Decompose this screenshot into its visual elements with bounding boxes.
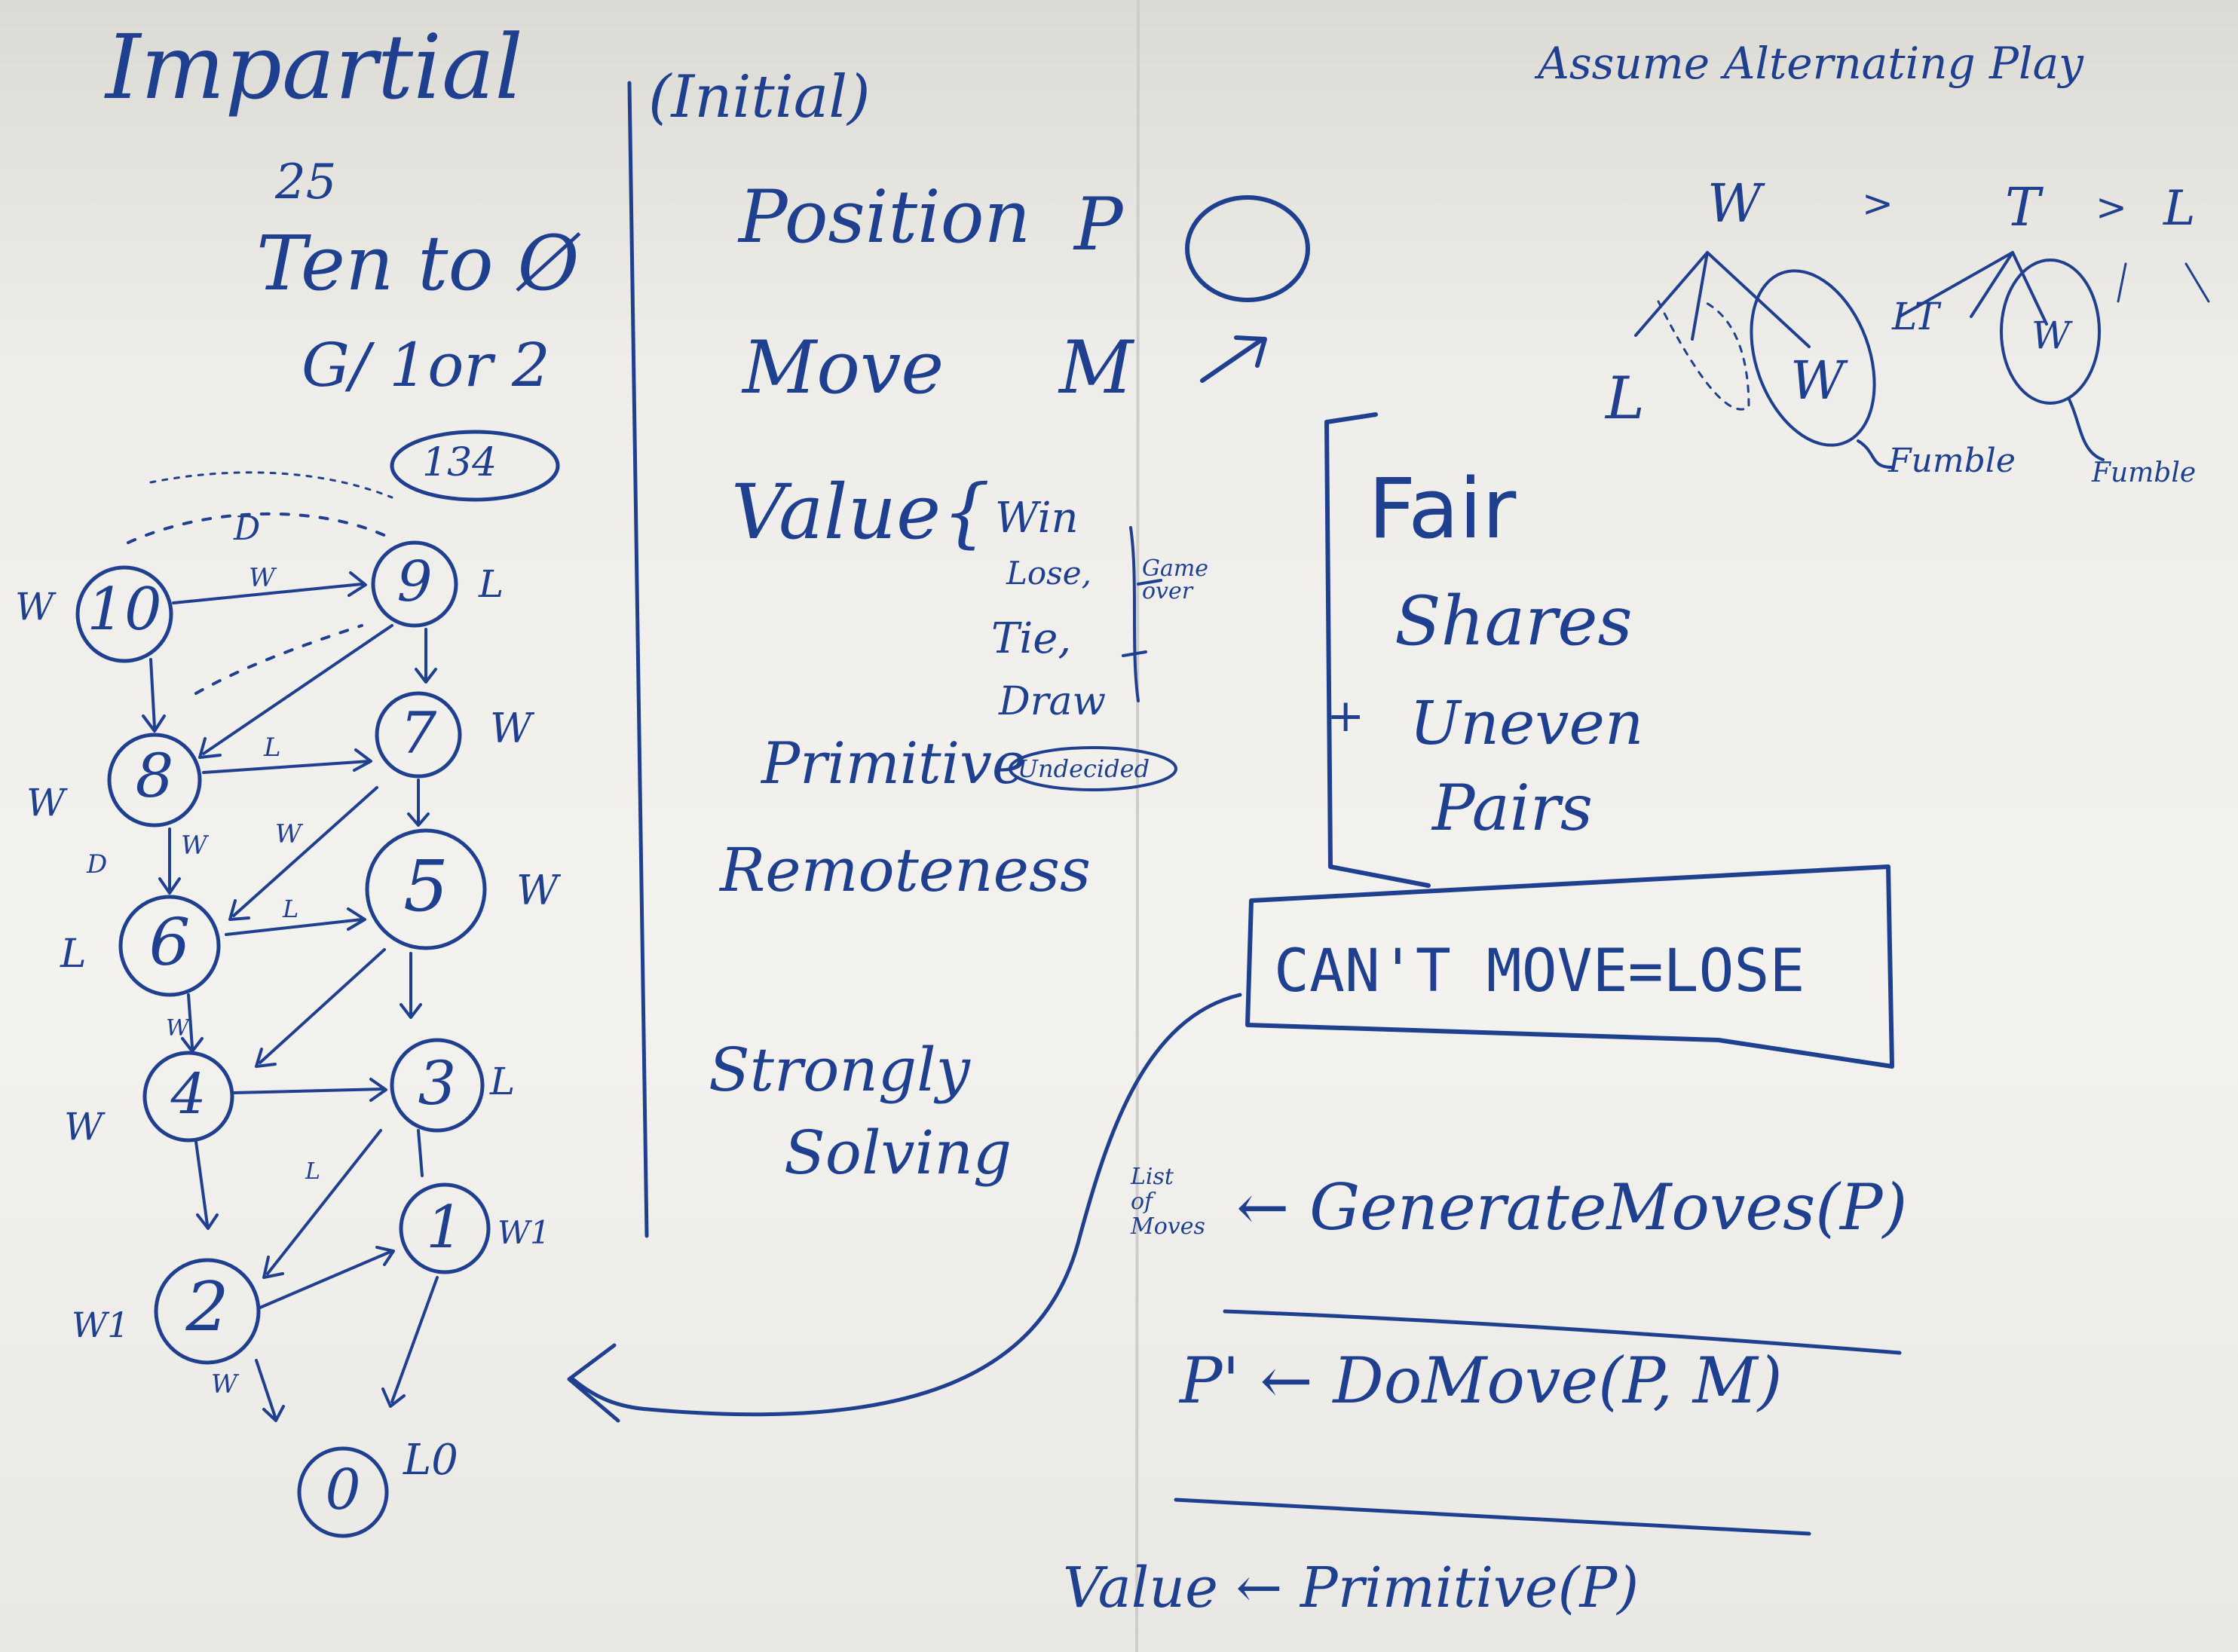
value-draw: Draw: [999, 679, 1107, 724]
node-circle-1: [399, 1182, 491, 1274]
remoteness-label: Remoteness: [720, 835, 1091, 905]
node-6-value: L: [60, 932, 87, 977]
pairs-label: Pairs: [1432, 771, 1593, 845]
alternating-trees: [1634, 251, 2210, 469]
node-0: 0: [325, 1458, 361, 1522]
tree2-w: W: [2031, 314, 2071, 357]
list-of-moves-note: List of Moves: [1131, 1164, 1205, 1240]
value-lose: Lose,: [1006, 555, 1091, 592]
solving-label: Solving: [784, 1118, 1012, 1188]
node-circle-10: [75, 565, 173, 663]
edge-label-7: L: [305, 1158, 320, 1185]
node-5-value: W: [516, 867, 559, 914]
node-10-value: W: [15, 585, 54, 629]
node-0-value: L0: [403, 1436, 458, 1485]
node-2-value: W1: [72, 1305, 130, 1345]
node-1-value: W1: [498, 1214, 550, 1251]
ordering-t: T: [2005, 176, 2041, 238]
divider-line: [627, 81, 649, 1238]
fair-label: Fair: [1368, 460, 1517, 557]
node-2: 2: [185, 1268, 229, 1347]
generate-moves-line: ← GenerateMoves(P): [1236, 1170, 1908, 1244]
node-circle-4: [142, 1051, 234, 1143]
node-4-value: W: [64, 1105, 103, 1149]
edge-label-6: W: [166, 1015, 189, 1042]
tree-w-leaf: W: [1790, 350, 1845, 411]
undecided-border: [1009, 746, 1177, 791]
fumble-2: Fumble: [2092, 457, 2197, 488]
primitive-value-line: Value ← Primitive(P): [1063, 1556, 1639, 1620]
board-seam: [1135, 0, 1140, 1652]
node-6: 6: [148, 905, 191, 980]
node-8: 8: [135, 741, 174, 811]
node-circle-8: [107, 733, 202, 828]
node-1: 1: [426, 1194, 464, 1262]
edge-label-9: D: [87, 849, 108, 880]
circled-134-text: 134: [422, 440, 498, 485]
node-9: 9: [396, 549, 433, 614]
cant-move-box: [1245, 864, 1894, 1069]
tree-top-label: D: [234, 509, 261, 548]
uneven-label: Uneven: [1410, 688, 1644, 758]
shares-label: Shares: [1395, 582, 1633, 661]
game-name: Ten to Ø: [256, 219, 580, 307]
edge-label-4: W: [275, 819, 302, 849]
edge-label-8: W: [211, 1369, 237, 1400]
edge-label-1: W: [249, 563, 275, 593]
game-over-note: Game over: [1142, 555, 1209, 604]
game-rule: G/ 1or 2: [302, 330, 550, 400]
position-label: Position: [739, 175, 1031, 259]
node-10: 10: [87, 576, 162, 644]
circled-134-border: [390, 430, 560, 502]
edge-label-2: L: [264, 733, 281, 763]
ordering-w: W: [1707, 173, 1762, 234]
edge-label-5: L: [283, 895, 299, 923]
node-7-value: W: [490, 705, 532, 752]
fairshares-bracket: [1324, 412, 1431, 888]
node-5: 5: [403, 846, 449, 928]
node-circle-7: [375, 691, 462, 779]
node-3-value: L: [490, 1060, 516, 1103]
node-circle-3: [390, 1038, 485, 1133]
value-label: Value: [731, 468, 941, 556]
node-circle-5: [365, 828, 487, 950]
undecided-label: Undecided: [1018, 754, 1150, 783]
move-label: Move: [742, 326, 944, 410]
node-circle-2: [154, 1258, 261, 1365]
initial-label: (Initial): [648, 63, 871, 131]
node-8-value: W: [26, 781, 66, 824]
assume-label: Assume Alternating Play: [1538, 38, 2083, 89]
ordering-gt-1: >: [1862, 182, 1894, 225]
tree-l-leaf: L: [1606, 365, 1645, 433]
tree2-lt: LT: [1892, 295, 1939, 338]
value-tie: Tie,: [991, 614, 1072, 663]
curve-arrow: [571, 993, 1242, 1417]
node-7: 7: [400, 699, 437, 766]
domove-line: P' ← DoMove(P, M): [1180, 1344, 1783, 1418]
ordering-gt-2: >: [2096, 185, 2127, 229]
primitive-label: Primitive: [761, 730, 1026, 797]
strongly-label: Strongly: [709, 1035, 970, 1105]
node-circle-0: [297, 1446, 389, 1538]
node-3: 3: [418, 1048, 457, 1118]
cant-move-text: CAN'T MOVE=LOSE: [1274, 938, 1805, 1005]
value-win: Win: [995, 494, 1079, 543]
ordering-l: L: [2163, 181, 2196, 237]
move-symbol: M: [1059, 326, 1134, 410]
node-circle-6: [118, 895, 221, 997]
number-25: 25: [275, 154, 337, 210]
node-4: 4: [170, 1062, 207, 1127]
empty-set-circle: [1185, 195, 1310, 302]
node-9-value: L: [479, 562, 504, 606]
edge-label-3: W: [181, 831, 207, 861]
fumble-1: Fumble: [1888, 442, 2016, 480]
position-symbol: P: [1074, 182, 1123, 267]
impartial-title: Impartial: [106, 15, 524, 119]
game-tree: [75, 471, 491, 1538]
node-circle-9: [371, 540, 458, 628]
plus-sign: +: [1327, 690, 1365, 742]
value-brace: {: [942, 468, 990, 556]
